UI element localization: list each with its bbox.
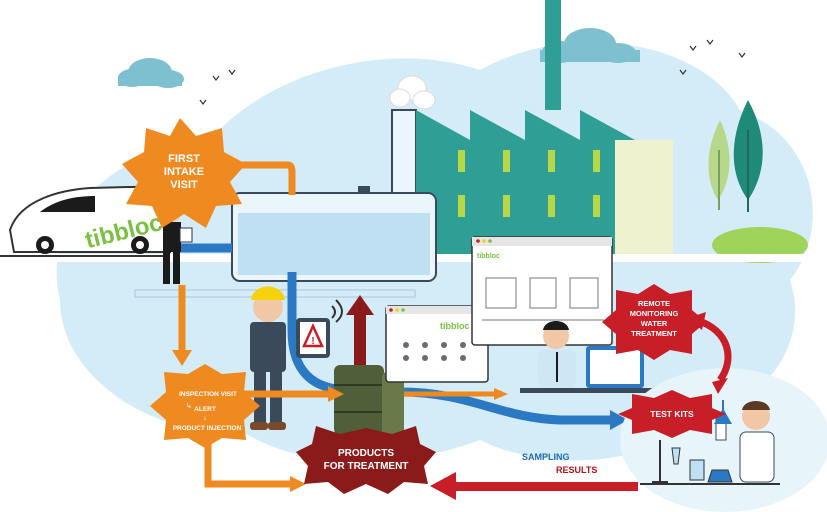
svg-text:tibbloc: tibbloc <box>440 321 470 331</box>
dashboard-screen-right: tibbloc <box>471 236 613 346</box>
sampling-label: SAMPLING <box>522 452 570 462</box>
chimney-small <box>391 109 417 201</box>
trees <box>708 100 763 212</box>
badge-inspection: INSPECTION VISIT ↳ ALERT ↓ PRODUCT INJEC… <box>150 364 260 448</box>
warning-triangle-icon <box>302 322 324 348</box>
svg-text:↳: ↳ <box>186 402 192 410</box>
water-tank <box>231 186 437 282</box>
badge-remote-monitoring: REMOTE MONITORING WATER TREATMENT <box>602 284 706 360</box>
svg-text:INTAKE: INTAKE <box>164 166 204 178</box>
smoke-cloud <box>389 75 436 110</box>
badge-test-kits: TEST KITS <box>618 390 726 438</box>
cloud-left <box>118 58 184 88</box>
down-arrow-icon <box>172 350 192 366</box>
lab-scientist <box>714 400 775 483</box>
curved-arrow-remote-testkits <box>694 316 732 383</box>
factory-building <box>416 110 673 255</box>
orange-flow-top <box>230 161 296 195</box>
results-arrowhead <box>430 472 456 500</box>
badge-products: PRODUCTS FOR TREATMENT <box>296 426 436 494</box>
svg-text:WATER: WATER <box>641 319 668 328</box>
chemical-barrels <box>334 365 404 435</box>
signal-icon <box>331 299 343 323</box>
pipe-blue-arrowhead <box>610 410 628 430</box>
svg-text:ALERT: ALERT <box>194 406 216 413</box>
svg-text:INSPECTION VISIT: INSPECTION VISIT <box>179 391 237 398</box>
svg-text:MONITORING: MONITORING <box>630 309 679 318</box>
operator-at-desk <box>520 321 680 393</box>
svg-text:PRODUCTS: PRODUCTS <box>338 448 394 459</box>
svg-text:FOR TREATMENT: FOR TREATMENT <box>324 461 409 472</box>
badge-first-intake: FIRST INTAKE VISIT <box>122 118 246 228</box>
lab-glassware <box>640 440 780 485</box>
chimney-tall <box>545 0 561 110</box>
orange-flow-bottom <box>204 440 292 488</box>
svg-text:TEST KITS: TEST KITS <box>650 409 694 419</box>
svg-text:VISIT: VISIT <box>170 179 198 191</box>
svg-text:TREATMENT: TREATMENT <box>631 329 677 338</box>
flask-icon <box>714 400 732 424</box>
svg-text:FIRST: FIRST <box>168 153 200 165</box>
results-label: RESULTS <box>556 465 597 475</box>
dashboard-screen-center: tibbloc <box>385 305 489 383</box>
worker-tablet: ! <box>250 286 343 430</box>
up-arrow-red <box>346 295 374 367</box>
svg-text:!: ! <box>311 336 314 347</box>
svg-text:REMOTE: REMOTE <box>638 299 670 308</box>
svg-text:↓: ↓ <box>203 415 207 422</box>
results-arrow-bar <box>456 482 638 491</box>
svg-text:tibbloc: tibbloc <box>477 253 500 260</box>
svg-text:PRODUCT INJECTION: PRODUCT INJECTION <box>173 425 242 432</box>
birds <box>199 39 746 105</box>
